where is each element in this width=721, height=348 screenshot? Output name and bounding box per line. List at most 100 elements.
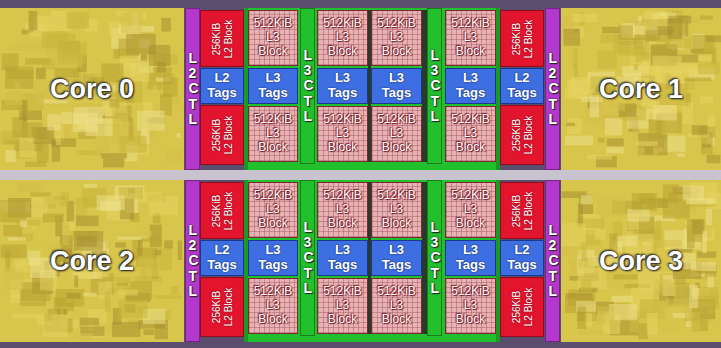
core-texture xyxy=(0,8,184,170)
cpu-core: Core 2 xyxy=(0,180,184,342)
cpu-core: Core 0 xyxy=(0,8,184,170)
l3-controller: L3CTL xyxy=(427,8,442,164)
block-label: 512KiB L3 Block xyxy=(449,17,492,58)
block-label: 256KiB L2 Block xyxy=(211,113,234,157)
block-label: Core 3 xyxy=(599,246,683,277)
cache-tags: L3 Tags xyxy=(317,68,368,104)
block-label: 512KiB L3 Block xyxy=(321,17,364,58)
cache-tags: L3 Tags xyxy=(445,240,496,276)
l3-cache-block: 512KiB L3 Block xyxy=(445,182,496,238)
block-label: L3CTL xyxy=(304,48,312,125)
block-label: 512KiB L3 Block xyxy=(321,113,364,154)
l3-controller: L3CTL xyxy=(300,180,315,336)
l2-controller: L2CTL xyxy=(185,8,200,170)
l3-cache-block: 512KiB L3 Block xyxy=(445,10,496,66)
l3-cache-block: 512KiB L3 Block xyxy=(248,182,298,238)
l3-cache-block: 512KiB L3 Block xyxy=(317,106,368,162)
block-label: 256KiB L2 Block xyxy=(511,189,534,233)
l2-cache-block: 256KiB L2 Block xyxy=(200,277,244,337)
block-label: L3 Tags xyxy=(320,243,365,273)
l2-cache-block: 256KiB L2 Block xyxy=(200,182,244,239)
block-label: Core 0 xyxy=(50,74,134,105)
block-label: 512KiB L3 Block xyxy=(252,285,294,326)
block-label: 256KiB L2 Block xyxy=(511,285,534,329)
block-label: 512KiB L3 Block xyxy=(252,189,294,230)
block-label: L3 Tags xyxy=(374,243,419,273)
block-label: L3CTL xyxy=(304,220,312,297)
block-label: L3 Tags xyxy=(448,71,493,101)
block-label: 512KiB L3 Block xyxy=(449,285,492,326)
l2-cache-block: 256KiB L2 Block xyxy=(200,10,244,67)
l3-cache-block: 512KiB L3 Block xyxy=(445,278,496,334)
block-label: L3 Tags xyxy=(251,71,295,101)
block-label: L3 Tags xyxy=(448,243,493,273)
block-label: Core 1 xyxy=(599,74,683,105)
l3-controller: L3CTL xyxy=(300,8,315,164)
l3-cache-block: 512KiB L3 Block xyxy=(445,106,496,162)
l2-cache-block: 256KiB L2 Block xyxy=(500,277,544,337)
core-texture xyxy=(561,180,721,342)
l2-controller: L2CTL xyxy=(545,8,560,170)
l3-cache-block: 512KiB L3 Block xyxy=(371,106,422,162)
block-label: 256KiB L2 Block xyxy=(211,189,234,233)
cache-tags: L3 Tags xyxy=(371,68,422,104)
block-label: 512KiB L3 Block xyxy=(252,113,294,154)
l2-cache-block: 256KiB L2 Block xyxy=(500,10,544,67)
block-label: 256KiB L2 Block xyxy=(211,285,234,329)
cache-tags: L2 Tags xyxy=(200,68,244,104)
l3-cache-block: 512KiB L3 Block xyxy=(317,182,368,238)
block-label: 512KiB L3 Block xyxy=(375,17,418,58)
cache-tags: L3 Tags xyxy=(445,68,496,104)
cache-tags: L2 Tags xyxy=(500,68,544,104)
block-label: 256KiB L2 Block xyxy=(211,17,234,61)
l2-controller: L2CTL xyxy=(545,180,560,342)
block-label: 256KiB L2 Block xyxy=(511,113,534,157)
core-texture xyxy=(561,8,721,170)
block-label: 512KiB L3 Block xyxy=(375,285,418,326)
block-label: Core 2 xyxy=(50,246,134,277)
cpu-core: Core 1 xyxy=(561,8,721,170)
l3-cache-block: 512KiB L3 Block xyxy=(371,182,422,238)
l3-interconnect xyxy=(245,8,498,170)
block-label: L3 Tags xyxy=(374,71,419,101)
l3-cache-block: 512KiB L3 Block xyxy=(248,10,298,66)
block-label: 512KiB L3 Block xyxy=(321,189,364,230)
cache-tags: L2 Tags xyxy=(200,240,244,276)
block-label: 256KiB L2 Block xyxy=(511,17,534,61)
l2-cache-block: 256KiB L2 Block xyxy=(500,105,544,165)
block-label: 512KiB L3 Block xyxy=(321,285,364,326)
block-label: L2 Tags xyxy=(203,243,241,273)
block-label: L2CTL xyxy=(549,51,557,128)
block-label: L3 Tags xyxy=(320,71,365,101)
block-label: 512KiB L3 Block xyxy=(252,17,294,58)
cache-tags: L3 Tags xyxy=(317,240,368,276)
l2-cache-block: 256KiB L2 Block xyxy=(200,105,244,165)
l3-cache-block: 512KiB L3 Block xyxy=(317,10,368,66)
cache-tags: L2 Tags xyxy=(500,240,544,276)
core-texture xyxy=(0,180,184,342)
l3-interconnect xyxy=(245,180,498,342)
block-label: L3CTL xyxy=(431,220,439,297)
block-label: 512KiB L3 Block xyxy=(375,113,418,154)
l2-cache-block: 256KiB L2 Block xyxy=(500,182,544,239)
cpu-core: Core 3 xyxy=(561,180,721,342)
l3-cache-block: 512KiB L3 Block xyxy=(248,106,298,162)
block-label: L2 Tags xyxy=(203,71,241,101)
cache-tags: L3 Tags xyxy=(248,240,298,276)
l3-controller: L3CTL xyxy=(427,180,442,336)
half-divider xyxy=(0,170,721,180)
block-label: 512KiB L3 Block xyxy=(449,189,492,230)
block-label: L2CTL xyxy=(549,223,557,300)
block-label: L2CTL xyxy=(189,51,197,128)
cache-tags: L3 Tags xyxy=(248,68,298,104)
block-label: L2CTL xyxy=(189,223,197,300)
l3-cache-block: 512KiB L3 Block xyxy=(317,278,368,334)
block-label: 512KiB L3 Block xyxy=(449,113,492,154)
cache-tags: L3 Tags xyxy=(371,240,422,276)
block-label: L3CTL xyxy=(431,48,439,125)
l2-controller: L2CTL xyxy=(185,180,200,342)
block-label: 512KiB L3 Block xyxy=(375,189,418,230)
l3-cache-block: 512KiB L3 Block xyxy=(371,278,422,334)
